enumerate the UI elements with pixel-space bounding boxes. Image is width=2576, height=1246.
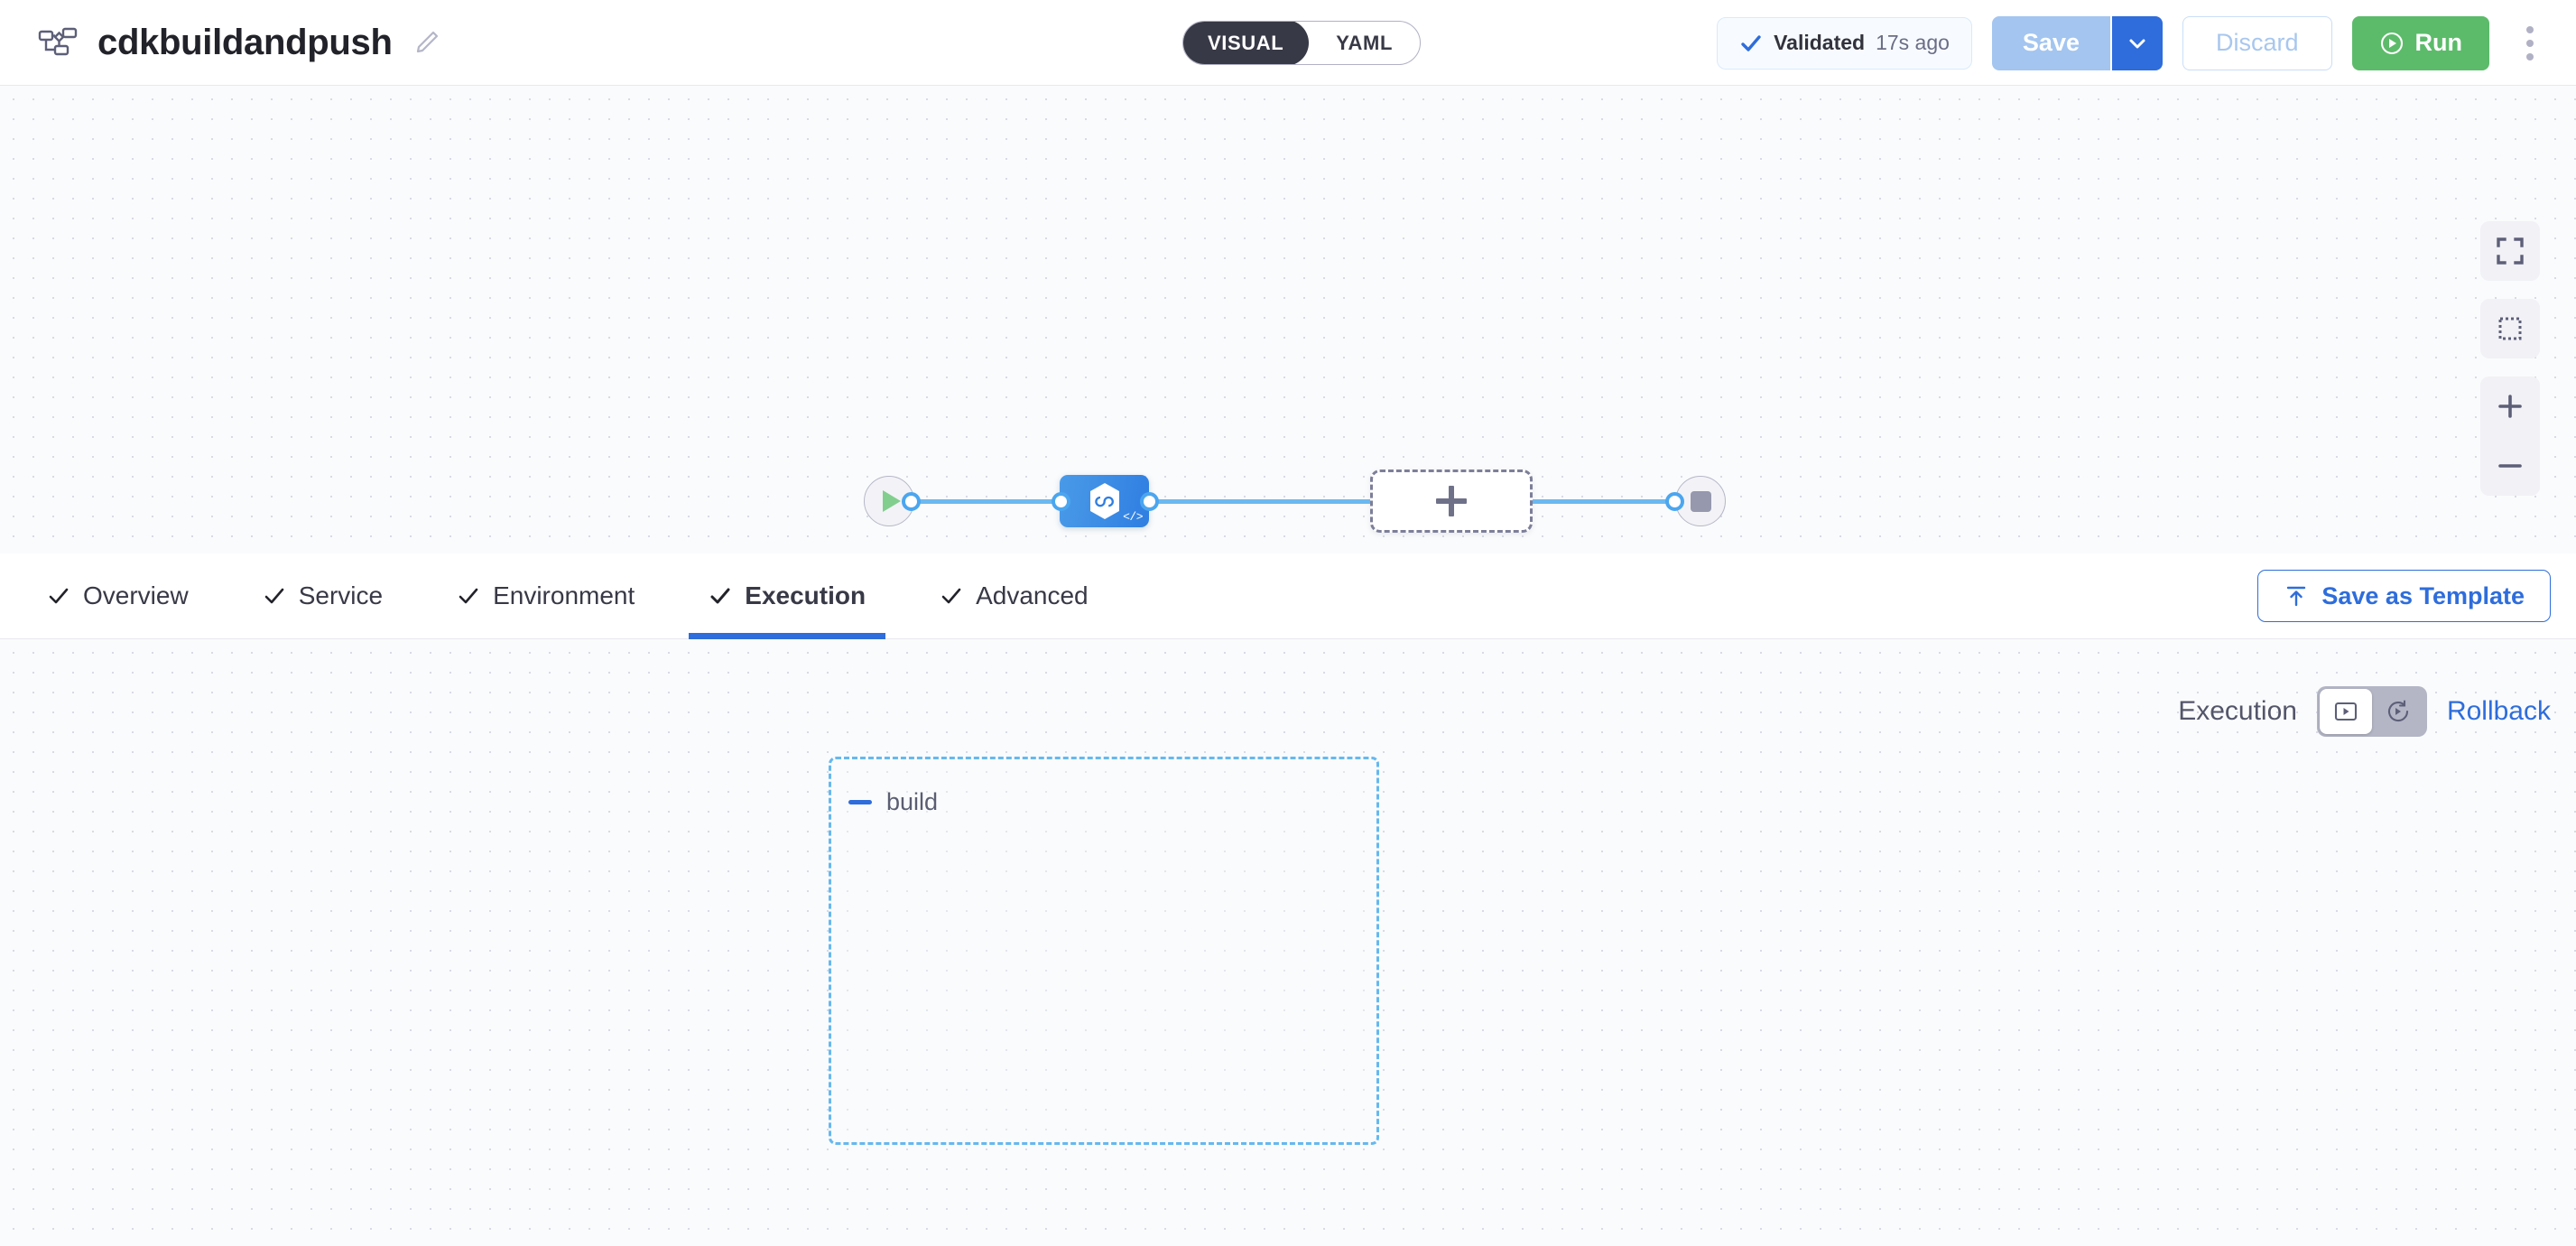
tab-label: Advanced — [976, 581, 1089, 609]
canvas-zoom-controls — [2480, 221, 2540, 496]
discard-button[interactable]: Discard — [2182, 15, 2332, 70]
connector-port[interactable] — [1665, 492, 1684, 511]
connector-port[interactable] — [1140, 492, 1159, 511]
status-badge-validated: Validated 17s ago — [1717, 16, 1972, 70]
tab-label: Environment — [493, 581, 635, 609]
tab-execution[interactable]: Execution — [689, 553, 885, 639]
zoom-in-button[interactable] — [2480, 377, 2540, 436]
marquee-select-icon — [2495, 313, 2525, 344]
zoom-out-button[interactable] — [2480, 436, 2540, 496]
marquee-select-button[interactable] — [2480, 299, 2540, 358]
stage-node-ckd[interactable]: </> — [1060, 475, 1149, 527]
yaml-code-badge: </> — [1123, 510, 1143, 524]
execution-play-box-icon — [2332, 698, 2359, 725]
pencil-edit-icon[interactable] — [412, 28, 441, 57]
check-icon — [1739, 32, 1763, 55]
save-button[interactable]: Save — [1991, 15, 2110, 70]
step-group-build[interactable] — [829, 757, 1379, 1145]
save-button-group: Save — [1991, 15, 2163, 70]
check-icon — [457, 584, 480, 608]
fit-screen-button[interactable] — [2480, 221, 2540, 281]
zoom-button-group — [2480, 377, 2540, 496]
fit-screen-icon — [2495, 236, 2525, 266]
execution-mode-option[interactable] — [2319, 689, 2372, 734]
plus-icon — [2495, 391, 2525, 422]
pipeline-flow-icon — [38, 24, 78, 60]
header-left-group: cdkbuildandpush — [0, 23, 441, 63]
check-icon — [709, 584, 732, 608]
page-title: cdkbuildandpush — [97, 22, 393, 62]
kebab-menu-icon[interactable] — [2509, 16, 2551, 70]
harness-hexagon-icon — [1087, 481, 1123, 521]
validated-timestamp: 17s ago — [1876, 31, 1950, 54]
chevron-down-icon — [2127, 33, 2148, 54]
save-dropdown-button[interactable] — [2109, 15, 2163, 70]
tab-label: Execution — [745, 581, 866, 609]
tab-advanced[interactable]: Advanced — [940, 553, 1089, 639]
export-upload-icon — [2284, 583, 2309, 609]
minus-collapse-icon[interactable] — [848, 800, 872, 804]
group-title-build: build — [886, 788, 939, 815]
mode-option-yaml[interactable]: YAML — [1336, 31, 1393, 54]
save-as-template-button[interactable]: Save as Template — [2257, 570, 2551, 622]
minus-icon — [2495, 451, 2525, 481]
top-header: cdkbuildandpush VISUAL YAML Validated 17… — [0, 0, 2576, 86]
mode-toggle[interactable]: VISUAL YAML — [1182, 21, 1421, 65]
stop-icon — [1690, 490, 1711, 512]
validated-label: Validated — [1774, 31, 1866, 54]
rollback-arrow-icon — [2385, 698, 2412, 725]
play-icon — [882, 490, 901, 512]
pipeline-end-node — [1675, 476, 1726, 526]
check-icon — [263, 584, 286, 608]
save-as-template-label: Save as Template — [2321, 581, 2525, 609]
add-stage-button[interactable] — [1370, 470, 1533, 533]
check-icon — [47, 584, 70, 608]
stage-config-tabbar: Overview Service Environment Execution A… — [0, 553, 2576, 639]
rollback-mode-option[interactable] — [2372, 689, 2424, 734]
connector-link — [1149, 499, 1370, 504]
header-actions: Validated 17s ago Save Discard Run — [1717, 0, 2551, 86]
tab-label: Service — [298, 581, 384, 609]
play-circle-icon — [2379, 31, 2405, 56]
tab-list: Overview Service Environment Execution A… — [0, 553, 1089, 639]
execution-label: Execution — [2178, 696, 2297, 726]
execution-mode-toggle[interactable] — [2316, 686, 2427, 737]
rollback-label[interactable]: Rollback — [2446, 696, 2551, 726]
execution-canvas[interactable]: Execution Rol — [0, 639, 2576, 1246]
tab-overview[interactable]: Overview — [47, 553, 189, 639]
tab-label: Overview — [83, 581, 189, 609]
group-header-build[interactable]: build — [848, 788, 938, 816]
run-button[interactable]: Run — [2351, 15, 2489, 70]
connector-link — [911, 499, 1060, 504]
connector-port[interactable] — [1052, 492, 1070, 511]
stage-canvas[interactable]: </> ckd Add Stage — [0, 86, 2576, 553]
tab-service[interactable]: Service — [263, 553, 383, 639]
connector-port[interactable] — [902, 492, 921, 511]
run-label: Run — [2414, 29, 2462, 56]
connector-link — [1533, 499, 1673, 504]
mode-option-visual[interactable]: VISUAL — [1183, 22, 1310, 64]
check-icon — [940, 584, 963, 608]
plus-icon — [1436, 486, 1467, 516]
execution-rollback-switcher: Execution Rol — [2178, 686, 2551, 737]
tab-environment[interactable]: Environment — [457, 553, 635, 639]
